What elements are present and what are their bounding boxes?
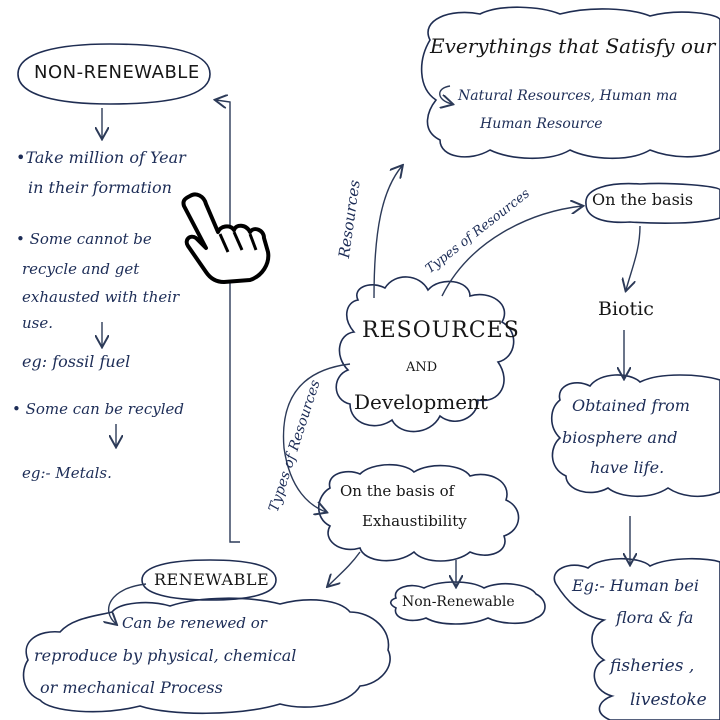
renewable-description-cloud xyxy=(22,597,391,715)
nr-bullet2-line4: use. xyxy=(22,314,54,332)
biotic-title: Biotic xyxy=(598,298,654,320)
nr-example-fossil: eg: fossil fuel xyxy=(22,352,131,371)
biotic-eg-line4: livestoke xyxy=(630,690,707,710)
renewable-title: RENEWABLE xyxy=(154,570,270,589)
nr-bullet1-line2: in their formation xyxy=(28,178,172,197)
arrow-exhaust-to-renewable xyxy=(328,551,361,586)
nr-bullet2-line3: exhausted with their xyxy=(22,288,180,306)
arrow-def-curl xyxy=(439,85,452,104)
biotic-desc-line1: Obtained from xyxy=(572,396,690,415)
basis-origin-bubble xyxy=(585,182,720,224)
biotic-desc-line2: biosphere and xyxy=(562,428,678,447)
central-cloud xyxy=(335,276,515,433)
exhaustibility-line2: Exhaustibility xyxy=(362,512,467,530)
non-renewable-small-cloud xyxy=(389,581,546,625)
non-renewable-title-oval xyxy=(17,43,211,105)
resources-def-line3: Human Resource xyxy=(480,116,603,132)
nr-bullet3: • Some can be recyled xyxy=(12,400,185,418)
arrow-renewable-loop xyxy=(109,583,147,624)
arrow-types-top xyxy=(441,206,582,297)
arrow-to-biotic xyxy=(626,225,641,290)
biotic-description-cloud xyxy=(550,374,720,498)
basis-origin-text: On the basis xyxy=(592,190,694,209)
biotic-desc-line3: have life. xyxy=(590,458,665,477)
exhaustibility-cloud xyxy=(317,463,520,562)
nr-bullet2-line2: recycle and get xyxy=(22,260,140,278)
renewable-line2: reproduce by physical, chemical xyxy=(34,646,297,665)
center-title-and: AND xyxy=(406,360,438,375)
center-title-development: Development xyxy=(354,390,488,414)
biotic-eg-line3: fisheries , xyxy=(610,656,695,676)
renewable-line3: or mechanical Process xyxy=(40,678,223,697)
nr-example-metals: eg:- Metals. xyxy=(22,464,112,482)
renewable-title-oval xyxy=(141,559,277,601)
nr-bullet2-line1: • Some cannot be xyxy=(16,230,152,248)
nr-bullet1-line1: •Take million of Year xyxy=(16,148,186,167)
arrow-resources-up xyxy=(373,166,402,299)
center-title-resources: RESOURCES xyxy=(362,318,520,343)
resources-definition-cloud xyxy=(420,6,720,160)
biotic-eg-line2: flora & fa xyxy=(616,608,694,627)
pointing-hand-icon xyxy=(181,192,271,284)
resources-def-line1: Everythings that Satisfy our n xyxy=(430,34,720,58)
exhaustibility-line1: On the basis of xyxy=(340,482,455,500)
resources-def-line2: Natural Resources, Human ma xyxy=(458,88,678,104)
renewable-line1: Can be renewed or xyxy=(122,614,267,632)
biotic-eg-line1: Eg:- Human bei xyxy=(572,576,699,595)
non-renewable-title: NON-RENEWABLE xyxy=(34,62,200,83)
arrow-to-non-renewable-title xyxy=(216,100,240,543)
arrow-center-to-exhaust xyxy=(282,363,351,512)
biotic-examples-cloud xyxy=(553,557,720,720)
non-renewable-small-text: Non-Renewable xyxy=(402,594,515,610)
